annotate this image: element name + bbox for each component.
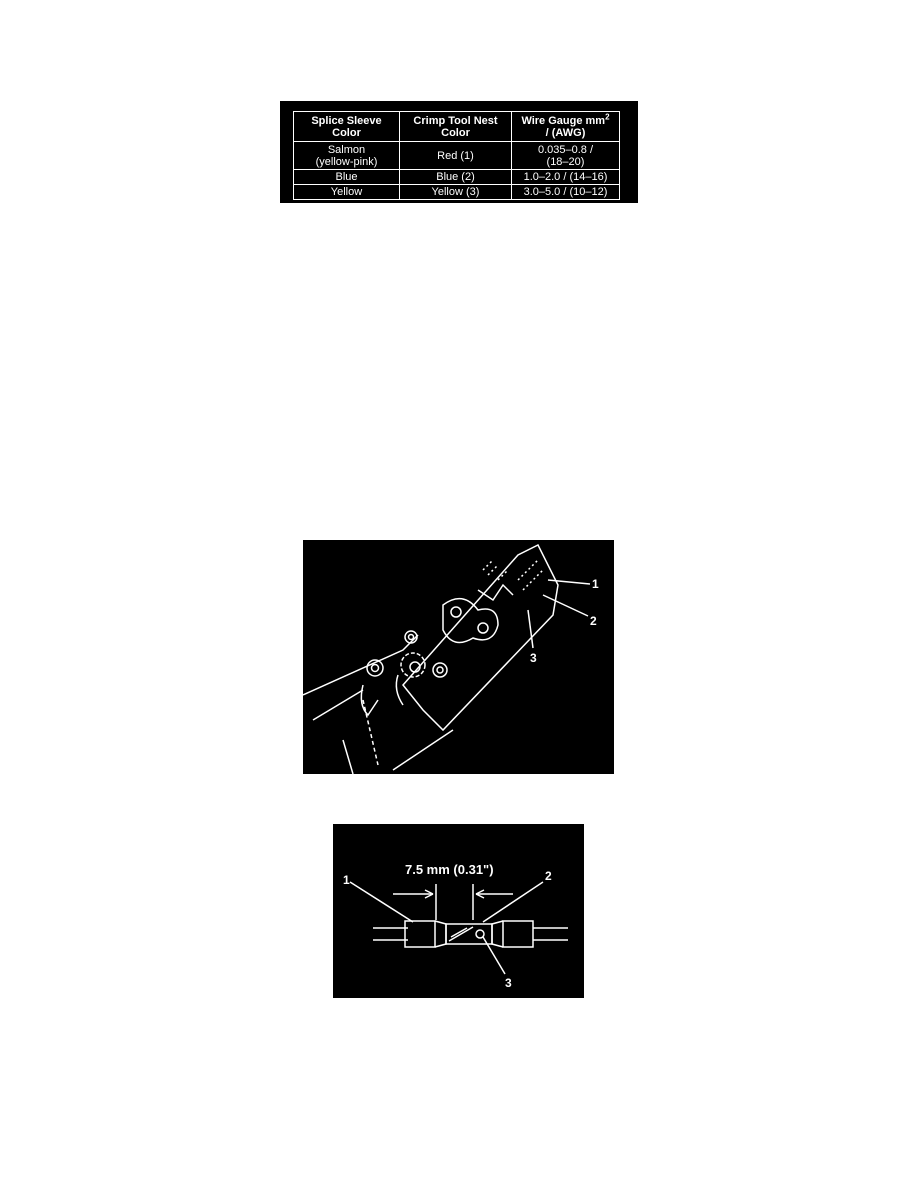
pivot-screw xyxy=(404,630,418,644)
callout-label-1: 1 xyxy=(343,873,350,887)
callout-label-1: 1 xyxy=(592,577,599,591)
callout-label-2: 2 xyxy=(590,614,597,628)
dimension-label: 7.5 mm (0.31") xyxy=(405,862,494,877)
pivot-screw xyxy=(366,659,384,677)
cell-sleeve-color: Blue xyxy=(293,169,400,185)
cell-nest-color: Red (1) xyxy=(399,141,512,170)
table-row: Salmon(yellow-pink) Red (1) 0.035–0.8 /(… xyxy=(293,141,620,170)
header-wire-gauge: Wire Gauge mm2/ (AWG) xyxy=(511,111,620,142)
callout-leader-3 xyxy=(527,609,534,649)
callout-leader-2 xyxy=(482,881,544,923)
header-splice-sleeve-color: Splice Sleeve Color xyxy=(293,111,400,142)
callout-leader-1 xyxy=(349,881,414,923)
table-row: Blue Blue (2) 1.0–2.0 / (14–16) xyxy=(293,169,620,185)
cell-nest-color: Blue (2) xyxy=(399,169,512,185)
sleeve-end-left xyxy=(404,920,436,948)
callout-leader-3 xyxy=(482,936,506,975)
header-crimp-tool-nest-color: Crimp Tool Nest Color xyxy=(399,111,512,142)
tool-handle-upper xyxy=(302,634,419,696)
splice-sleeve-drawing: 7.5 mm (0.31") xyxy=(343,862,568,990)
splice-sleeve-illustration: 7.5 mm (0.31") xyxy=(333,824,584,998)
cam-plate xyxy=(442,597,499,644)
crimp-nests xyxy=(477,583,514,602)
callout-label-2: 2 xyxy=(545,869,552,883)
inspection-hole xyxy=(475,929,485,939)
splice-sleeve-table-figure: Splice Sleeve Color Crimp Tool Nest Colo… xyxy=(280,101,638,203)
tool-handle-lower xyxy=(342,729,454,775)
table-row: Yellow Yellow (3) 3.0–5.0 / (10–12) xyxy=(293,184,620,200)
cell-wire-gauge: 0.035–0.8 /(18–20) xyxy=(511,141,620,170)
splice-sleeve-table: Splice Sleeve Color Crimp Tool Nest Colo… xyxy=(293,111,620,200)
cell-sleeve-color: Salmon(yellow-pink) xyxy=(293,141,400,170)
center-barrel xyxy=(445,923,493,945)
pivot-screw xyxy=(432,662,448,678)
cell-sleeve-color: Yellow xyxy=(293,184,400,200)
callout-label-3: 3 xyxy=(530,651,537,665)
tool-jaw-outline xyxy=(402,543,559,732)
cell-wire-gauge: 3.0–5.0 / (10–12) xyxy=(511,184,620,200)
crimp-tool-drawing: 1 2 3 xyxy=(302,543,599,775)
cell-nest-color: Yellow (3) xyxy=(399,184,512,200)
callout-leader-1 xyxy=(547,579,591,585)
table-header-row: Splice Sleeve Color Crimp Tool Nest Colo… xyxy=(293,111,620,142)
callout-label-3: 3 xyxy=(505,976,512,990)
callout-leader-2 xyxy=(542,594,589,617)
cell-wire-gauge: 1.0–2.0 / (14–16) xyxy=(511,169,620,185)
crimp-tool-illustration: 1 2 3 xyxy=(302,540,614,775)
ratchet-gear xyxy=(400,652,426,678)
sleeve-end-right xyxy=(502,920,534,948)
